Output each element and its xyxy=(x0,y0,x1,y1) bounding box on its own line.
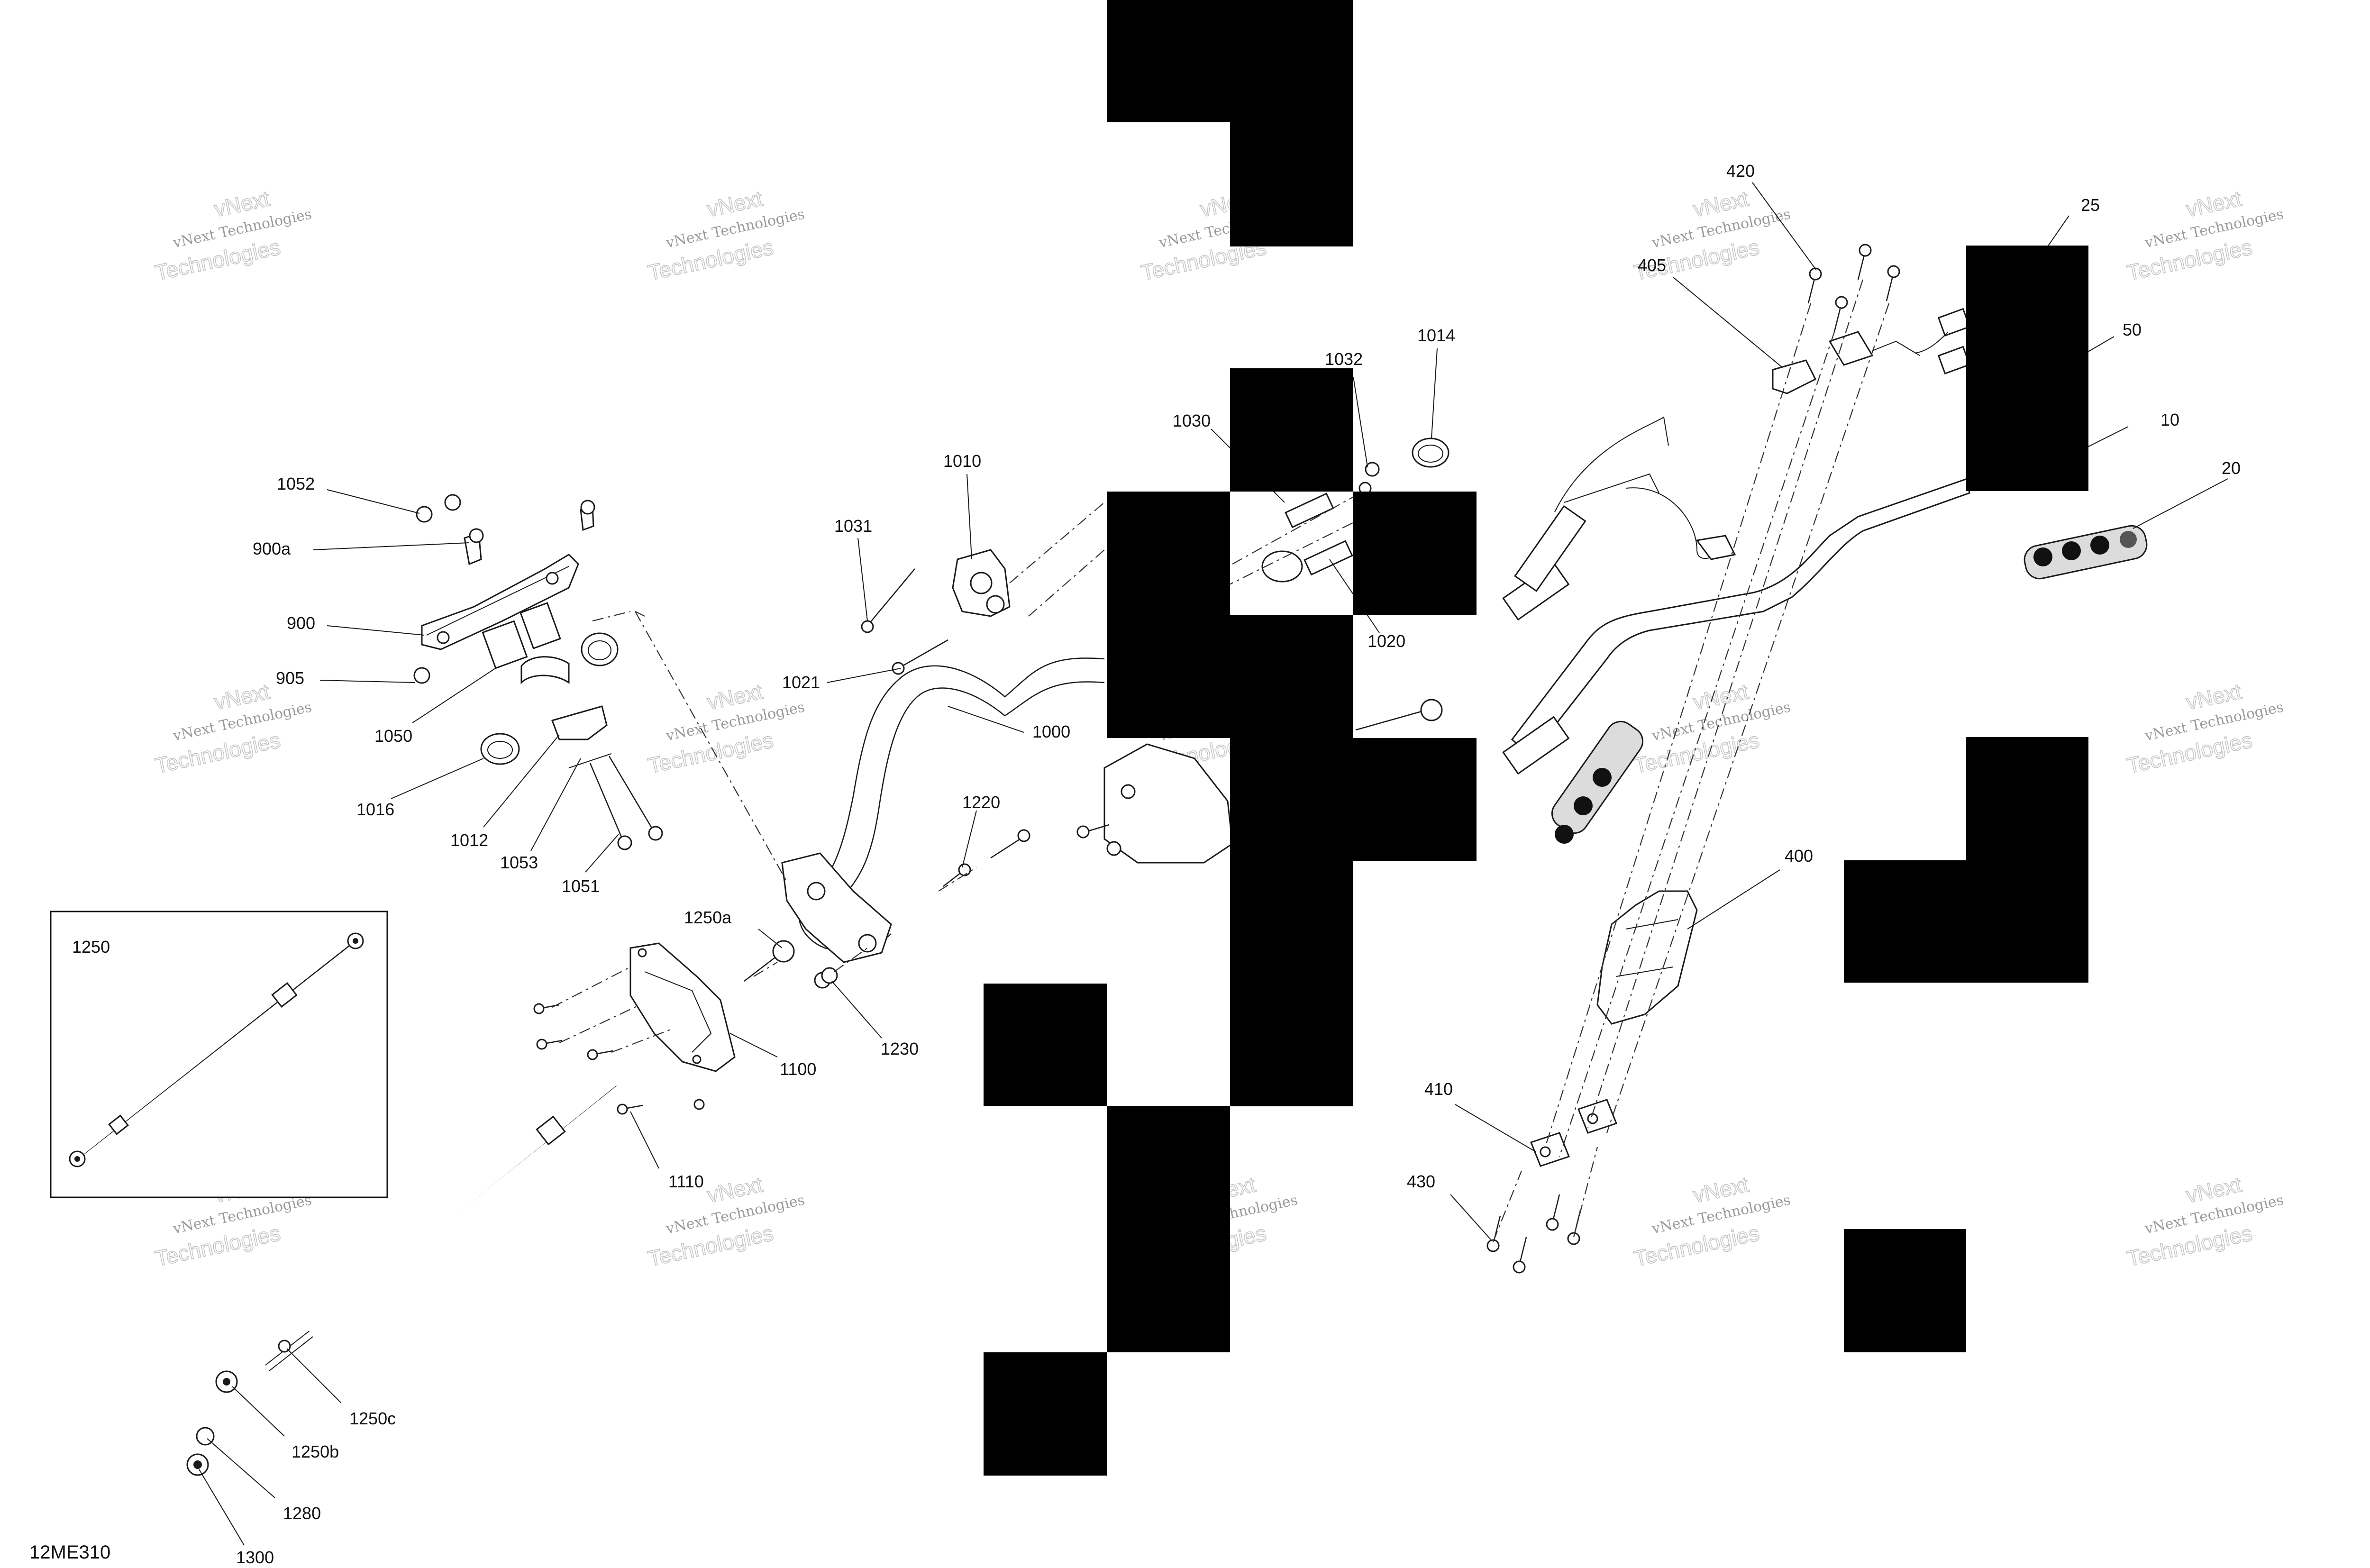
part-label-1053: 1053 xyxy=(500,853,538,872)
part-label-25: 25 xyxy=(2081,195,2100,215)
part-label-1031: 1031 xyxy=(834,516,872,536)
part-label-1250a: 1250a xyxy=(684,908,732,927)
part-label-1000: 1000 xyxy=(1032,722,1070,741)
part-label-905: 905 xyxy=(276,668,304,688)
diagram-code: 12ME310 xyxy=(29,1542,110,1563)
screws-1110 xyxy=(533,1003,705,1115)
bracket-900-group xyxy=(413,494,663,850)
grip-left xyxy=(1551,720,1644,844)
part-label-400: 400 xyxy=(1785,846,1813,866)
steering-assembly-drawing xyxy=(50,244,2148,1476)
part-label-900: 900 xyxy=(287,613,315,633)
mount-400 xyxy=(1596,890,1698,1025)
part-label-1032: 1032 xyxy=(1325,349,1363,369)
part-label-20: 20 xyxy=(2222,458,2241,478)
inset-box-1250 xyxy=(50,911,388,1198)
part-label-1052: 1052 xyxy=(277,474,315,493)
part-label-1051: 1051 xyxy=(562,876,600,896)
part-label-405: 405 xyxy=(1638,255,1666,275)
grip-20 xyxy=(2024,525,2148,580)
part-label-1050: 1050 xyxy=(374,726,412,746)
part-label-1030: 1030 xyxy=(1173,411,1211,430)
part-label-1010: 1010 xyxy=(943,451,981,471)
steering-column-1000 xyxy=(798,657,1105,950)
cover-1100 xyxy=(629,942,736,1072)
part-label-1250b: 1250b xyxy=(292,1442,339,1461)
part-labels: 420 25 405 1014 50 1032 1030 10 1010 20 … xyxy=(29,161,2241,1567)
tie-rod-inset xyxy=(69,932,364,1167)
part-label-1012: 1012 xyxy=(450,830,488,850)
part-label-1100: 1100 xyxy=(780,1059,816,1079)
part-label-430: 430 xyxy=(1407,1172,1435,1191)
part-label-1020: 1020 xyxy=(1367,631,1405,651)
inset-label: 1250 xyxy=(72,937,110,957)
part-label-1220: 1220 xyxy=(962,793,1000,812)
leader-lines xyxy=(199,182,2228,1546)
part-label-1280: 1280 xyxy=(283,1504,321,1523)
part-label-1016: 1016 xyxy=(356,800,394,819)
part-label-1300: 1300 xyxy=(236,1548,274,1567)
part-label-1250c: 1250c xyxy=(349,1409,396,1428)
part-label-10: 10 xyxy=(2160,410,2179,429)
part-label-900a: 900a xyxy=(253,539,291,558)
part-label-410: 410 xyxy=(1424,1079,1453,1099)
part-label-1014: 1014 xyxy=(1417,326,1455,345)
handlebar-10 xyxy=(1502,416,1970,775)
bolts-420 xyxy=(1807,244,1900,332)
part-label-1110: 1110 xyxy=(668,1172,704,1191)
part-label-50: 50 xyxy=(2123,320,2142,339)
part-label-1230: 1230 xyxy=(881,1039,919,1058)
redaction-blocks xyxy=(984,0,2088,1476)
part-label-1021: 1021 xyxy=(782,673,820,692)
bolts-430 xyxy=(1486,1194,1582,1274)
part-label-420: 420 xyxy=(1726,161,1755,181)
